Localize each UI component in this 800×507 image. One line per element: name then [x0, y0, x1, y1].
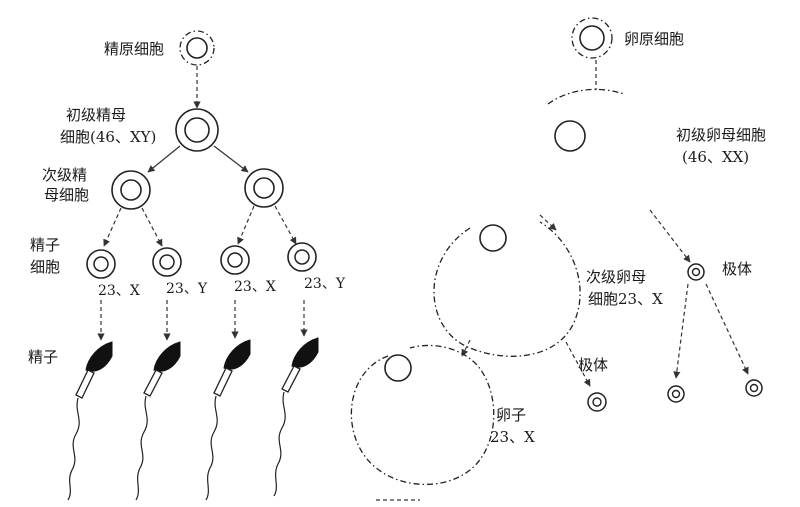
secondary-oocyte-cell: [433, 221, 581, 357]
secondary-spermatocyte-left: [111, 170, 151, 210]
primary-spermatocyte-cell: [175, 108, 219, 152]
polar-body-product-right: [745, 379, 763, 397]
karyotype-spermatid-3: 23、X: [234, 279, 276, 295]
karyotype-spermatid-2: 23、Y: [166, 281, 208, 297]
label-primary-oocyte-line2: (46、XX): [682, 148, 749, 166]
spermatid-3: [220, 245, 250, 275]
label-secondary-oocyte-line1: 次级卵母: [586, 268, 646, 286]
karyotype-spermatid-1: 23、X: [98, 283, 140, 299]
spermatid-2: [152, 247, 182, 277]
spermatogenesis-panel: 精原细胞 初级精母 细胞(46、XY) 次级精 母细胞 精子 细胞 精子 23、…: [28, 30, 346, 501]
first-polar-body: [687, 263, 705, 281]
arrow-polar-body-to-right: [705, 283, 749, 375]
primary-oocyte-cell: [547, 88, 625, 152]
label-primary-spermatocyte-line1: 初级精母: [66, 106, 126, 124]
label-spermatid-line1: 精子: [30, 236, 60, 254]
karyotype-spermatid-4: 23、Y: [304, 276, 346, 292]
label-oogonium: 卵原细胞: [624, 30, 684, 48]
spermatogonium-cell: [179, 30, 215, 66]
label-polar-body-second: 极体: [578, 356, 608, 374]
second-polar-body: [587, 392, 607, 412]
arrow-polar-body-to-left: [673, 283, 689, 379]
spermatid-4: [287, 242, 317, 272]
label-secondary-spermatocyte-line2: 母细胞: [44, 186, 89, 204]
label-spermatid-line2: 细胞: [30, 258, 60, 276]
label-spermatogonium: 精原细胞: [104, 40, 164, 58]
sperm-2: [135, 341, 181, 501]
label-secondary-oocyte-line2: 细胞23、X: [588, 290, 663, 308]
arrow-secondary-to-second-polar-body: [565, 341, 591, 387]
spermatid-1: [86, 249, 116, 279]
polar-body-product-left: [667, 385, 685, 403]
arrow-secondary-to-spermatid-2: [141, 207, 163, 247]
arrow-primary-to-secondary-left: [147, 145, 181, 173]
arrow-secondary-to-spermatid-4: [274, 205, 297, 245]
secondary-spermatocyte-right: [244, 168, 284, 208]
label-ovum-line1: 卵子: [496, 406, 526, 424]
oogenesis-panel: 卵原细胞 初级卵母细胞 (46、XX) 次级卵母 细胞23、X 极体 极体 卵子…: [350, 17, 766, 501]
arrow-primary-to-polar-body: [649, 209, 691, 263]
label-secondary-spermatocyte-line1: 次级精: [42, 166, 87, 184]
arrow-secondary-to-ovum: [461, 339, 471, 357]
arrow-primary-to-secondary-right: [213, 145, 249, 173]
arrow-secondary-to-spermatid-1: [103, 207, 122, 247]
sperm-3: [205, 339, 251, 501]
label-polar-body-first: 极体: [722, 260, 752, 278]
oogonium-cell: [571, 17, 613, 59]
label-sperm: 精子: [28, 348, 58, 366]
label-ovum-line2: 23、X: [490, 428, 535, 446]
label-primary-spermatocyte-line2: 细胞(46、XY): [60, 128, 156, 146]
ovum-cell: [350, 344, 495, 501]
arrow-secondary-to-spermatid-3: [237, 205, 255, 245]
sperm-1: [67, 341, 113, 501]
label-primary-oocyte-line1: 初级卵母细胞: [676, 126, 766, 144]
arrow-primary-to-secondary: [539, 214, 557, 231]
sperm-4: [273, 337, 319, 497]
